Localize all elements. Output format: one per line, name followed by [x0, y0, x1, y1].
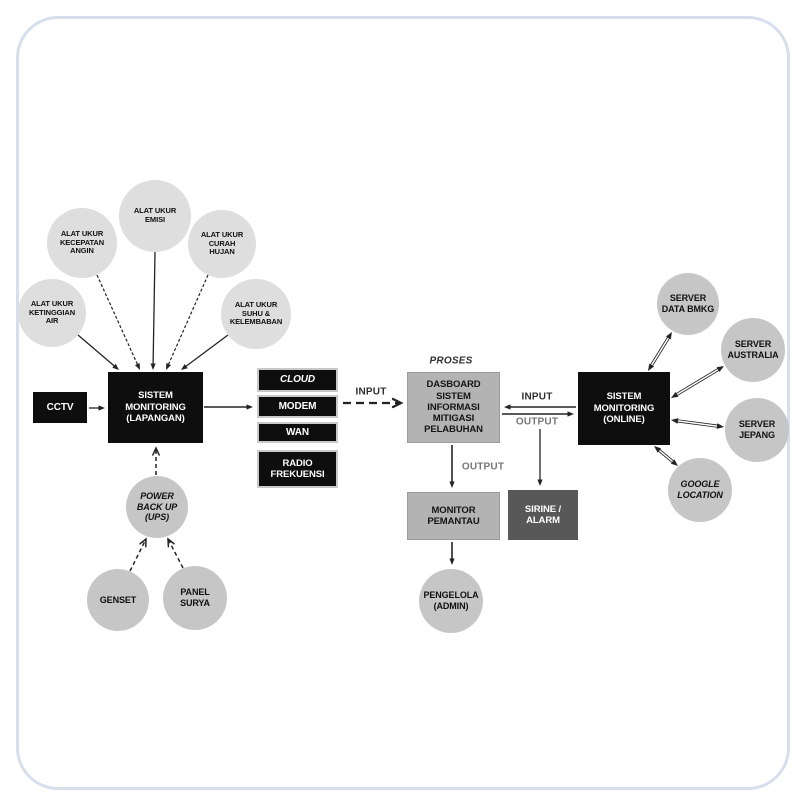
label-output-below: OUTPUT — [461, 461, 505, 473]
circle-australia: SERVER AUSTRALIA — [721, 318, 785, 382]
box-online: SISTEM MONITORING (ONLINE) — [578, 372, 670, 445]
circle-ketinggian: ALAT UKUR KETINGGIAN AIR — [18, 279, 86, 347]
box-wan: WAN — [257, 422, 338, 443]
connector-curah-to-lapangan — [166, 274, 209, 370]
connector-online-to-bmkg — [648, 332, 672, 371]
connector-online-to-google — [654, 446, 678, 466]
box-sirine: SIRINE / ALARM — [508, 490, 578, 540]
connector-monitor-to-pengelola — [449, 542, 455, 565]
connector-lapangan-to-stack — [204, 404, 253, 410]
connector-online-to-jepang — [671, 418, 724, 429]
circle-suhu: ALAT UKUR SUHU & KELEMBABAN — [221, 279, 291, 349]
label-proses: PROSES — [429, 355, 473, 367]
connector-power-to-lapangan — [152, 446, 160, 475]
connector-output-to-sirine — [537, 429, 543, 486]
connector-emisi-to-lapangan — [150, 251, 156, 370]
circle-bmkg: SERVER DATA BMKG — [657, 273, 719, 335]
connector-cctv-to-lapangan — [89, 405, 105, 411]
connector-dasboard-to-monitor — [449, 445, 455, 488]
connector-kecepatan-to-lapangan — [96, 274, 140, 370]
box-lapangan: SISTEM MONITORING (LAPANGAN) — [108, 372, 203, 443]
connector-panel-to-power — [167, 537, 184, 569]
connector-genset-to-power — [129, 537, 147, 572]
circle-jepang: SERVER JEPANG — [725, 398, 789, 462]
circle-curah: ALAT UKUR CURAH HUJAN — [188, 210, 256, 278]
label-input-left: INPUT — [355, 386, 387, 398]
box-monitor: MONITOR PEMANTAU — [407, 492, 500, 540]
circle-power: POWER BACK UP (UPS) — [126, 476, 188, 538]
label-output-right: OUTPUT — [515, 416, 559, 428]
circle-genset: GENSET — [87, 569, 149, 631]
box-cloud: CLOUD — [257, 368, 338, 392]
connector-suhu-to-lapangan — [181, 334, 229, 370]
connector-stack-to-dasboard — [343, 397, 404, 409]
circle-pengelola: PENGELOLA (ADMIN) — [419, 569, 483, 633]
box-radio: RADIO FREKUENSI — [257, 450, 338, 488]
circle-kecepatan: ALAT UKUR KECEPATAN ANGIN — [47, 208, 117, 278]
circle-emisi: ALAT UKUR EMISI — [119, 180, 191, 252]
circle-google: GOOGLE LOCATION — [668, 458, 732, 522]
box-cctv: CCTV — [33, 392, 87, 423]
rounded-frame — [16, 16, 790, 790]
connector-ketinggian-to-lapangan — [77, 334, 119, 370]
circle-panel: PANEL SURYA — [163, 566, 227, 630]
connector-online-to-australia — [671, 366, 724, 398]
label-input-right: INPUT — [521, 391, 553, 403]
connector-online-to-dasboard — [504, 404, 576, 410]
connector-dasboard-to-online — [502, 411, 574, 417]
box-modem: MODEM — [257, 395, 338, 418]
box-dasboard: DASBOARD SISTEM INFORMASI MITIGASI PELAB… — [407, 372, 500, 443]
